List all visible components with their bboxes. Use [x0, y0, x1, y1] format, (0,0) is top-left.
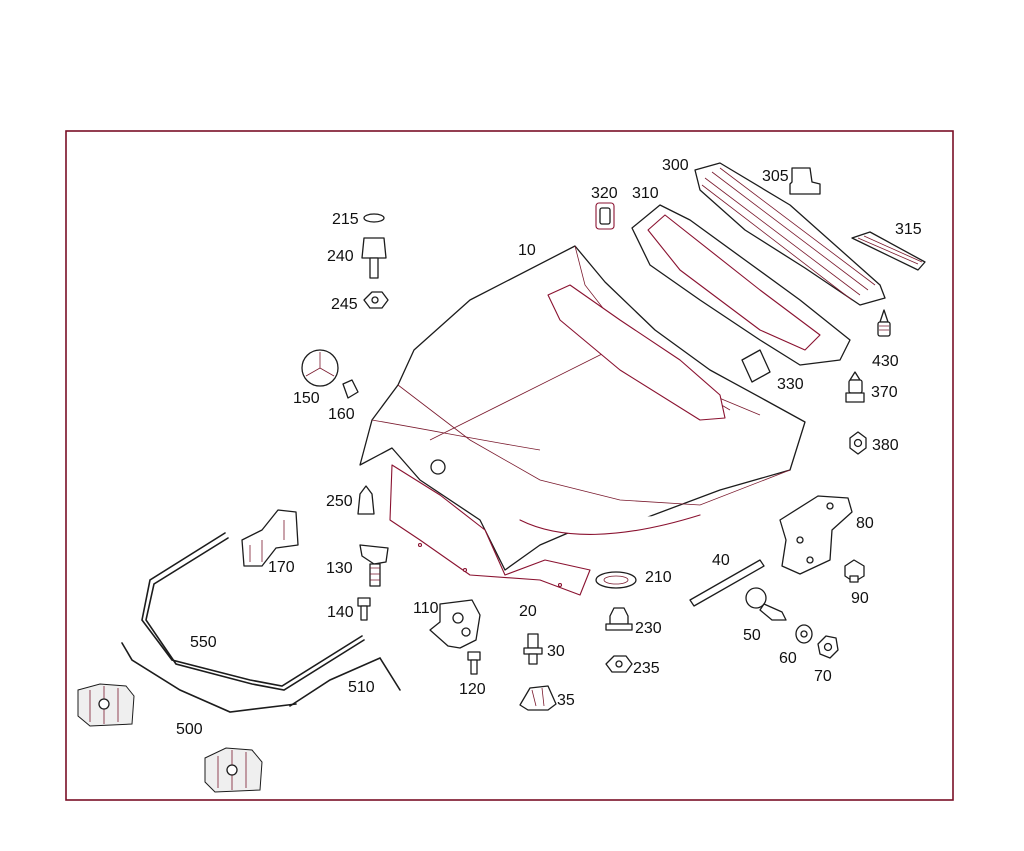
label-170: 170	[268, 559, 295, 576]
label-230: 230	[635, 620, 662, 637]
label-550: 550	[190, 634, 217, 651]
part-lock-assembly-bottom[interactable]	[204, 747, 263, 793]
label-510: 510	[348, 679, 375, 696]
part-lock-assembly-left[interactable]	[77, 683, 135, 727]
part-250-bumper[interactable]	[357, 485, 375, 515]
label-30: 30	[547, 643, 565, 660]
part-380-nut[interactable]	[849, 431, 867, 455]
label-250: 250	[326, 493, 353, 510]
label-20: 20	[519, 603, 537, 620]
part-20-insulation[interactable]	[389, 464, 591, 596]
label-130: 130	[326, 560, 353, 577]
part-160-grommet[interactable]	[342, 379, 359, 399]
label-235: 235	[633, 660, 660, 677]
part-10-hood[interactable]	[359, 245, 806, 571]
label-10: 10	[518, 242, 536, 259]
part-210-seal[interactable]	[595, 571, 637, 589]
label-90: 90	[851, 590, 869, 607]
part-310-cowl-frame[interactable]	[631, 204, 851, 366]
part-215-washer[interactable]	[363, 213, 385, 223]
part-300-cowl-grille[interactable]	[694, 162, 886, 306]
diagram-frame	[65, 130, 954, 801]
label-120: 120	[459, 681, 486, 698]
label-80: 80	[856, 515, 874, 532]
label-210: 210	[645, 569, 672, 586]
part-315-grille-insert[interactable]	[851, 231, 926, 271]
part-550-cable[interactable]	[141, 532, 365, 691]
part-305-clip[interactable]	[789, 167, 821, 195]
part-500-cable[interactable]	[121, 642, 297, 713]
part-40-gas-strut[interactable]	[689, 559, 765, 607]
part-245-nut[interactable]	[363, 291, 389, 309]
part-235-nut[interactable]	[605, 655, 633, 673]
part-230-bumper[interactable]	[605, 607, 633, 631]
label-110: 110	[413, 600, 439, 617]
part-110-hood-latch[interactable]	[429, 599, 481, 649]
label-60: 60	[779, 650, 797, 667]
part-510-cable[interactable]	[289, 656, 401, 707]
part-30-bolt[interactable]	[523, 633, 543, 665]
part-430-screw[interactable]	[877, 309, 891, 337]
part-70-nut[interactable]	[817, 635, 839, 659]
part-370-screw[interactable]	[845, 371, 865, 403]
label-330: 330	[777, 376, 804, 393]
part-80-hinge[interactable]	[779, 495, 853, 575]
label-245: 245	[331, 296, 358, 313]
label-315: 315	[895, 221, 922, 238]
part-130-catch[interactable]	[359, 544, 389, 587]
part-240-buffer[interactable]	[361, 237, 387, 279]
label-70: 70	[814, 668, 832, 685]
part-50-ball-stud[interactable]	[745, 587, 787, 621]
part-90-bolt[interactable]	[844, 559, 865, 583]
part-330-cap[interactable]	[741, 349, 771, 383]
part-320-cover[interactable]	[595, 202, 615, 230]
label-140: 140	[327, 604, 354, 621]
label-305: 305	[762, 168, 789, 185]
part-60-washer[interactable]	[795, 624, 813, 644]
label-500: 500	[176, 721, 203, 738]
label-430: 430	[872, 353, 899, 370]
label-380: 380	[872, 437, 899, 454]
label-50: 50	[743, 627, 761, 644]
label-215: 215	[332, 211, 359, 228]
label-150: 150	[293, 390, 320, 407]
part-120-bolt[interactable]	[467, 651, 481, 675]
label-35: 35	[557, 692, 575, 709]
part-35-clip[interactable]	[519, 685, 557, 711]
label-310: 310	[632, 185, 659, 202]
label-320: 320	[591, 185, 618, 202]
part-140-bolt[interactable]	[357, 597, 371, 621]
label-370: 370	[871, 384, 898, 401]
label-300: 300	[662, 157, 689, 174]
part-170-holder[interactable]	[241, 509, 299, 567]
part-150-star-emblem[interactable]	[301, 349, 339, 387]
label-240: 240	[327, 248, 354, 265]
label-160: 160	[328, 406, 355, 423]
label-40: 40	[712, 552, 730, 569]
